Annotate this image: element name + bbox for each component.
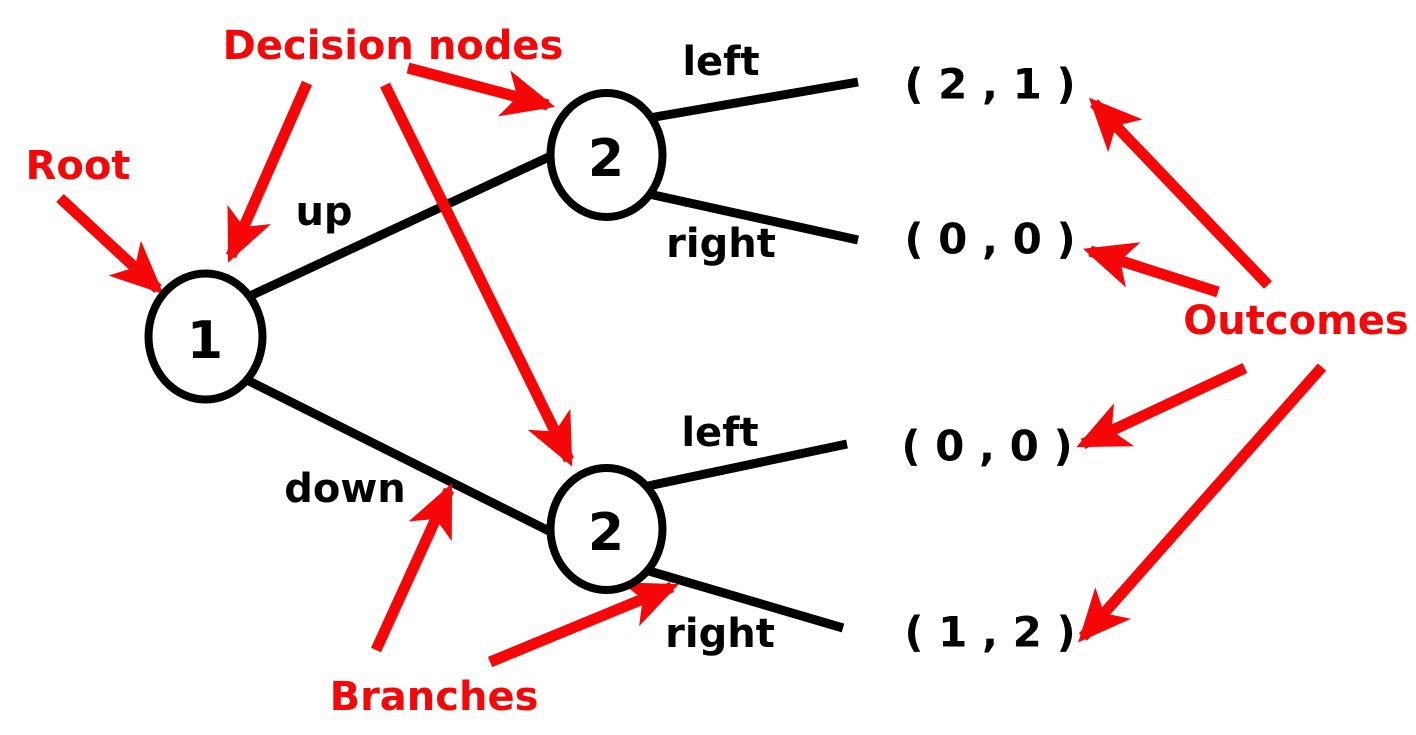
- branch-up-line: [248, 151, 553, 301]
- branches-arrow-to-down-branch: [370, 483, 455, 653]
- branch-label-lower-right: right: [665, 611, 775, 657]
- branches-arrow-to-lower-right-branch: [487, 581, 679, 668]
- branch-lower-left-line: [647, 439, 848, 491]
- decision-nodes-arrow-to-lower-node: [380, 82, 574, 467]
- upper-node-label: 2: [588, 129, 624, 189]
- branch-label-down: down: [284, 466, 406, 512]
- decision-nodes-annotation-label: Decision nodes: [223, 23, 564, 69]
- outcomes-arrow-to-payoff-00-upper: [1082, 242, 1220, 298]
- branches-annotation-label: Branches: [330, 674, 539, 720]
- lower-decision-node-circle: [546, 464, 667, 594]
- payoff-down-right: ( 1 , 2 ): [904, 608, 1075, 657]
- decision-nodes-arrow-to-root: [225, 80, 313, 263]
- outcomes-arrow-to-payoff-21: [1088, 97, 1272, 289]
- decision-nodes-arrow-to-upper-node: [406, 62, 556, 117]
- root-node-circle: [144, 269, 267, 404]
- branch-label-lower-left: left: [681, 410, 758, 456]
- root-node-label: 1: [187, 311, 223, 371]
- branch-upper-left-line: [648, 77, 859, 123]
- outcomes-annotation-label: Outcomes: [1183, 298, 1408, 344]
- root-annotation-label: Root: [26, 143, 131, 189]
- payoff-up-right: ( 0 , 0 ): [904, 215, 1075, 264]
- outcomes-arrow-to-payoff-12: [1078, 363, 1327, 643]
- upper-decision-node-circle: [546, 89, 667, 221]
- payoff-up-left: ( 2 , 1 ): [904, 60, 1075, 109]
- branch-label-up: up: [295, 189, 352, 235]
- branch-down-line: [244, 375, 554, 537]
- payoff-down-left: ( 0 , 0 ): [901, 422, 1072, 471]
- root-arrow: [56, 193, 164, 295]
- lower-node-label: 2: [588, 503, 624, 563]
- branch-upper-right-line: [648, 189, 859, 245]
- outcomes-arrow-to-payoff-00-lower: [1076, 363, 1248, 449]
- branch-lower-right-line: [647, 566, 845, 633]
- branch-label-upper-right: right: [666, 221, 776, 267]
- branch-label-upper-left: left: [682, 39, 759, 85]
